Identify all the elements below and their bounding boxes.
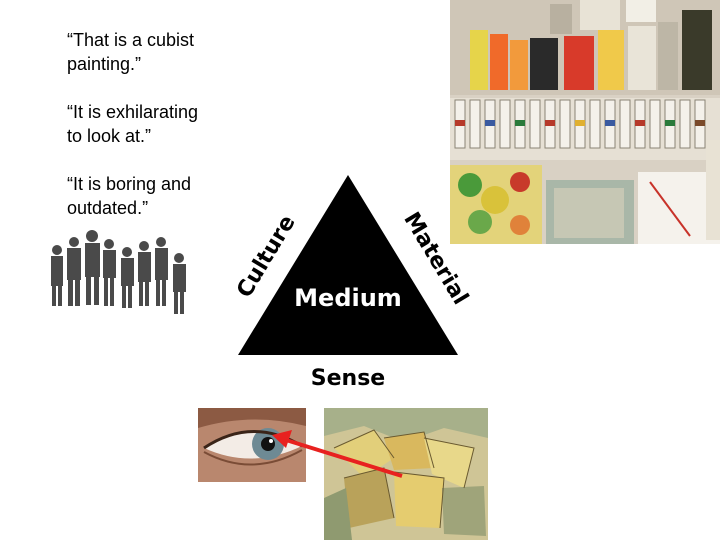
quote-cubist: “That is a cubist painting.” [67,30,195,74]
paint-jars [470,0,712,90]
quotes-block: “That is a cubist painting.” “It is exhi… [67,28,237,244]
eye-closeup-photo [198,408,306,482]
medium-triangle-diagram: Medium Culture Material Sense [232,175,470,391]
people-silhouettes [51,230,186,314]
quote-exhilarating: “It is exhilarating to look at.” [67,102,199,146]
palette [450,140,720,244]
quote-boring: “It is boring and outdated.” [67,174,192,218]
medium-label: Medium [294,284,402,312]
paint-supplies-photo [450,0,720,244]
triangle [238,175,458,355]
cubist-painting [324,408,488,540]
paint-tubes [450,98,720,160]
red-arrow [272,430,403,478]
sense-label: Sense [311,366,385,391]
